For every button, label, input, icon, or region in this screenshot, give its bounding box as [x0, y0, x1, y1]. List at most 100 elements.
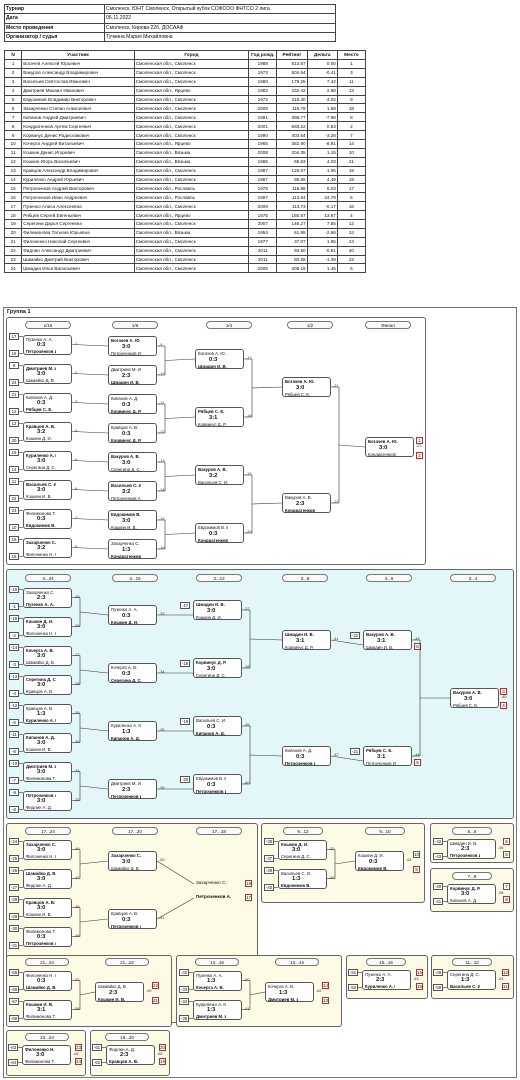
seed-box: -40 — [433, 883, 443, 890]
seed-box: -37 — [264, 855, 274, 862]
round-header: 3...8 — [282, 574, 328, 582]
player-a: Захарченко С. — [26, 539, 56, 545]
place-box: 23 — [75, 1044, 82, 1051]
player-a: Пузенко А. А. — [196, 972, 223, 978]
round-header: 3...12 — [196, 574, 242, 582]
player-a: Кочерга А. В. — [268, 984, 295, 989]
player-a: Евдокимов В. В. — [196, 776, 226, 781]
player-cell: Смоленская обл., Вязьма — [133, 156, 250, 167]
player-cell: Смоленская обл., Рославль — [133, 192, 250, 203]
player-b: Петроченков И. — [111, 793, 141, 799]
player-cell: 9 — [336, 94, 367, 105]
player-a: Куриленко А. Ю. — [196, 1001, 226, 1007]
player-b: Шмадин И. В. — [366, 644, 394, 650]
player-cell: Шамайко Дмитрий Викторович — [21, 254, 135, 265]
seed-box: -19 — [180, 718, 190, 725]
match-number: -57 — [74, 977, 80, 982]
column-header: Участник — [21, 50, 135, 60]
player-cell: Смоленская обл., Ярцево — [133, 139, 250, 149]
seed-box: -58 — [9, 1015, 19, 1022]
player-cell: Кошкин Денис Игоревич — [21, 147, 135, 158]
place-box: 15 — [416, 983, 423, 990]
place-box: 1 — [416, 437, 423, 444]
player-cell: 813.67 — [276, 59, 308, 69]
info-label: Турнир — [4, 3, 105, 15]
match-score: 0:3 — [37, 978, 46, 984]
match-number: -48 — [74, 904, 80, 909]
player-cell: Смоленская обл., Рославль — [133, 183, 250, 194]
player-cell: -0.41 — [306, 67, 338, 78]
seed-box: -9 — [9, 789, 19, 796]
seed-box: -38 — [264, 838, 274, 845]
match-number: -16 — [159, 546, 165, 550]
player-cell: 1972 — [248, 94, 278, 105]
match-number: -45 — [501, 695, 507, 699]
info-value: Тучкина Мария Михайловна — [104, 31, 336, 43]
seed-box: -20 — [180, 776, 190, 783]
match-number: -9 — [159, 343, 163, 347]
place-box: 17 — [245, 894, 252, 901]
player-cell: Кошкин Игорь Васильевич — [21, 156, 135, 167]
player-b: Кошкин Д. И. — [26, 436, 52, 441]
match-score: 1:3 — [292, 876, 301, 882]
place-box: 7 — [503, 883, 510, 890]
player-b: Филоненко Н. С. — [26, 552, 56, 557]
player-a: Филимонова Т. — [26, 928, 56, 934]
player-cell: 204.35 — [276, 147, 308, 158]
match-number: -29 — [74, 710, 80, 715]
player-a: Захарченко С. — [111, 853, 141, 858]
player-cell: Филимонова Татьяна Юрьевна — [21, 227, 135, 238]
match-score: 3:0 — [207, 607, 216, 614]
player-cell: Евдокимов Владимир Викторович — [21, 94, 135, 105]
player-cell: 4 — [3, 85, 23, 96]
match-number: -23 — [416, 444, 422, 448]
match-score: 2:3 — [122, 372, 131, 379]
player-a: Корвинус Д. Р. — [196, 660, 226, 665]
match-score: 3:0 — [296, 384, 305, 391]
player-cell: 2008 — [248, 103, 278, 114]
match-number: -21 — [333, 384, 339, 388]
player-b: Рябцев С. Е. — [453, 702, 479, 708]
seed-box: -10 — [9, 760, 19, 767]
player-b: Петроченков И. — [285, 760, 315, 766]
player-b: Петроченков А. — [111, 495, 141, 501]
round-header: 15...16 — [366, 958, 406, 966]
match-score: 2:3 — [376, 977, 385, 983]
match-number: -46 — [74, 846, 80, 851]
player-a: Куриленко А. Ю. — [111, 723, 141, 728]
round-header: 9...10 — [365, 827, 405, 835]
player-b: Филоненко Н. С. — [26, 631, 56, 636]
match-score: 3:2 — [209, 472, 218, 479]
seed-box: -49 — [433, 969, 443, 976]
match-score: 0:3 — [207, 781, 216, 788]
match-score: 3:0 — [207, 665, 216, 672]
player-b: Куриленко А. Ю. — [26, 718, 56, 723]
seed-box: -15 — [9, 615, 19, 622]
seed-box: 16 — [9, 350, 19, 357]
match-score: 3:0 — [37, 487, 46, 493]
match-score: 3:0 — [461, 891, 470, 897]
player-cell: 3 — [336, 67, 367, 78]
player-a: Филимонова Т. — [26, 510, 56, 516]
